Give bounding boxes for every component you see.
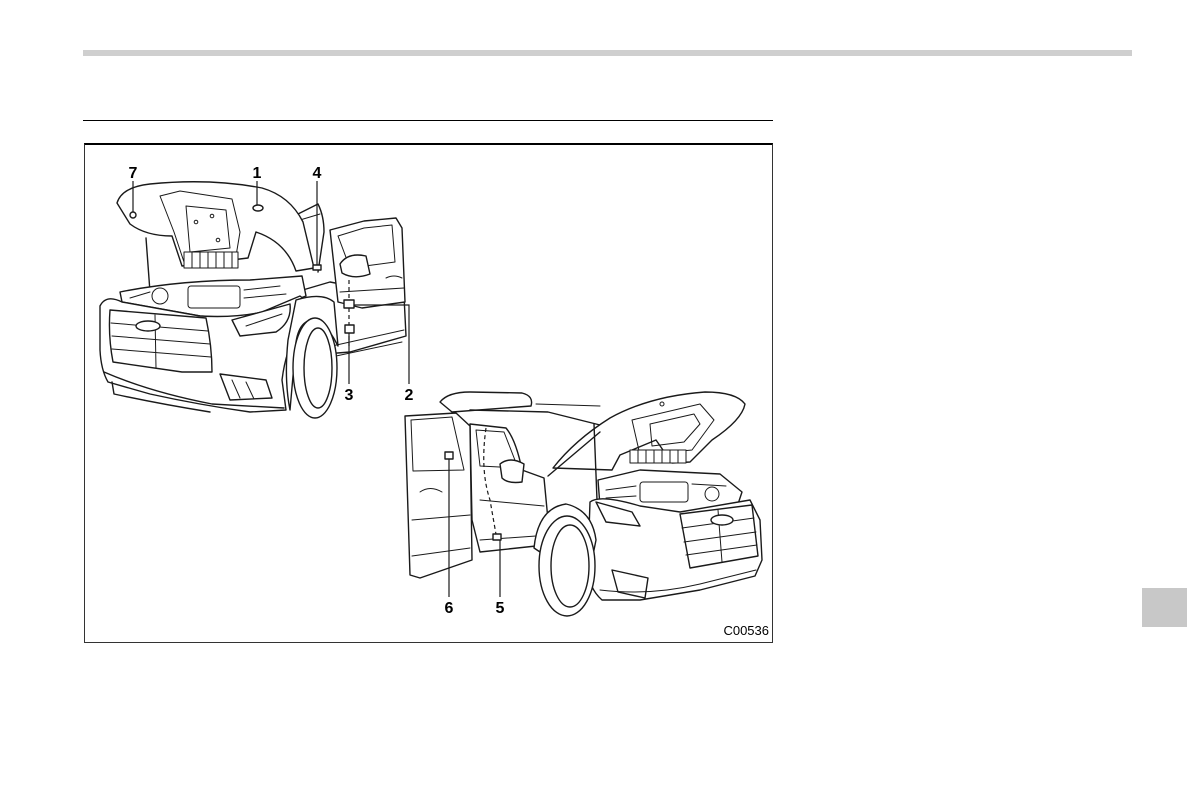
car2-roof-line <box>470 410 604 426</box>
callout-label-1: 1 <box>253 165 262 182</box>
car1-brand-emblem <box>136 321 160 331</box>
car-front-right-illustration <box>405 392 762 616</box>
car2-grille <box>680 505 758 568</box>
callout-label-2: 2 <box>405 387 414 404</box>
callout-label-5: 5 <box>496 600 505 617</box>
figure-code: C00536 <box>723 623 769 638</box>
car1-hood-prop-rod <box>146 238 150 292</box>
car2-brand-emblem <box>711 515 733 525</box>
car-front-left-illustration <box>100 182 406 418</box>
car1-front-wheel-rim <box>304 328 332 408</box>
car2-rear-spoiler <box>440 392 532 412</box>
car2-side-mirror <box>500 460 524 483</box>
part-marker-7 <box>130 212 136 218</box>
car1-side-mirror <box>340 255 370 277</box>
car2-engine-block <box>640 482 688 502</box>
car2-hood-clip <box>660 402 664 406</box>
car1-engine-cap <box>152 288 168 304</box>
callout-label-4: 4 <box>313 165 322 182</box>
callout-label-7: 7 <box>129 165 138 182</box>
car1-hood-clip <box>216 238 220 242</box>
part-marker-6 <box>445 452 453 459</box>
car2-engine-cap <box>705 487 719 501</box>
car1-hood-clip <box>194 220 198 224</box>
car1-door-striker <box>344 300 354 308</box>
part-marker-4 <box>313 265 321 270</box>
callout-label-3: 3 <box>345 387 354 404</box>
car2-open-door <box>405 413 472 578</box>
part-marker-5 <box>493 534 501 540</box>
car1-engine-block <box>188 286 240 308</box>
car1-door-latch <box>345 325 354 333</box>
car1-grille <box>109 310 212 372</box>
car2-front-wheel-rim <box>551 525 589 607</box>
car2-roof-rail <box>536 404 600 406</box>
part-marker-1 <box>253 205 263 211</box>
callout-label-6: 6 <box>445 600 454 617</box>
car1-hood-clip <box>210 214 214 218</box>
